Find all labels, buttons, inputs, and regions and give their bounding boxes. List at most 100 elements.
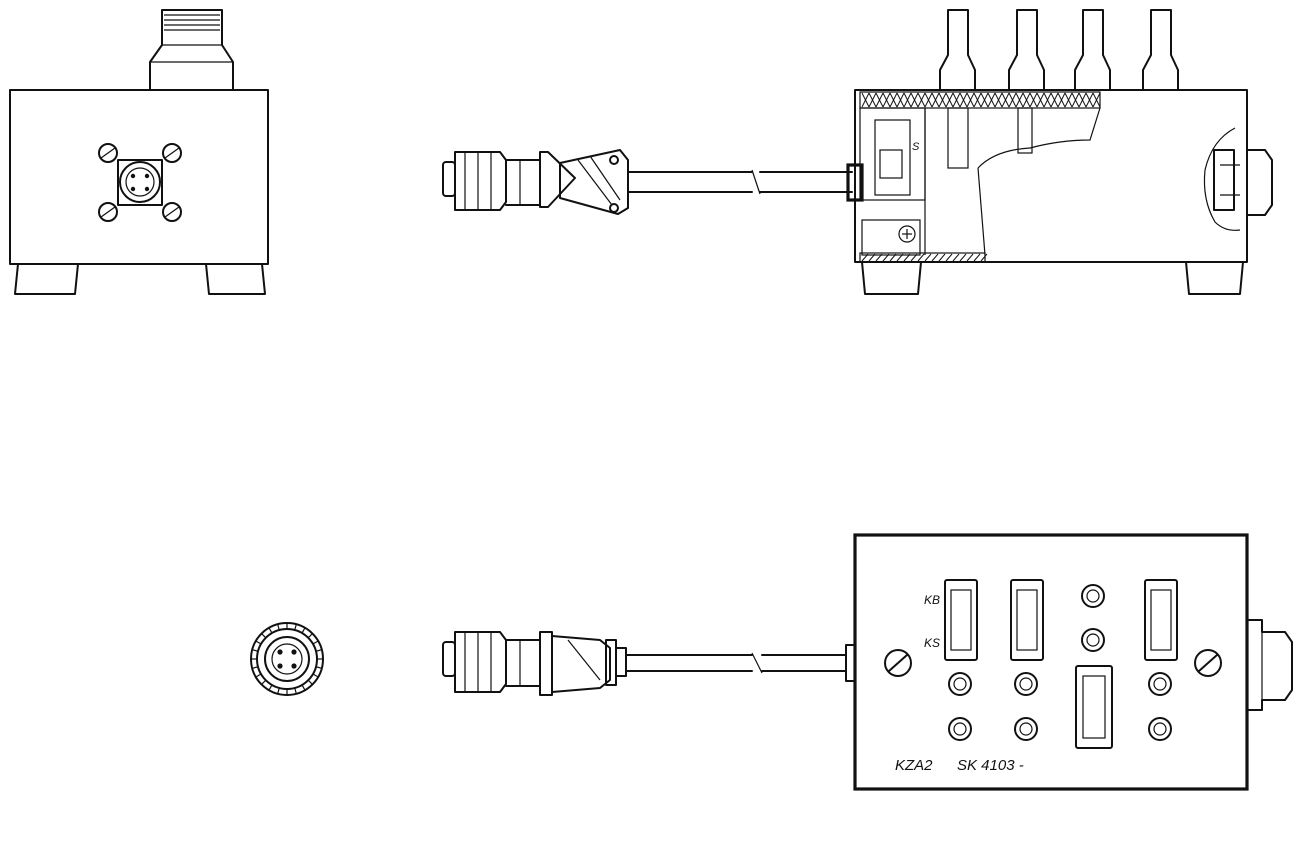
panel-switch-3 — [1144, 579, 1178, 661]
end-view-socket — [119, 161, 161, 203]
hatch-line — [252, 666, 259, 669]
side-top-connectors — [939, 9, 1179, 91]
hatch-line — [980, 253, 988, 262]
hatch-line — [861, 253, 869, 262]
hatch-line — [315, 666, 322, 669]
hatch-line — [1001, 92, 1010, 108]
panel-lamp — [948, 672, 972, 696]
hatch-line — [938, 253, 946, 262]
hatch-line — [861, 92, 870, 108]
panel-switch-2 — [1010, 579, 1044, 661]
side-foot-left — [861, 261, 922, 295]
hatch-line — [294, 687, 297, 694]
hatch-line — [1071, 92, 1080, 108]
hatch-line — [959, 92, 968, 108]
hatch-line — [875, 253, 883, 262]
hatch-line — [1029, 92, 1038, 108]
hatch-line — [1057, 92, 1066, 108]
hatch-line — [312, 673, 319, 678]
hatch-line — [255, 673, 262, 678]
panel-right-connector — [1247, 619, 1293, 711]
hatch-line — [882, 92, 891, 108]
side-cable — [627, 171, 853, 193]
hatch-line — [1022, 92, 1031, 108]
connector-face-pins — [277, 649, 297, 669]
top-panel-view: KB KS KZA2 SK 4103 - — [442, 533, 1293, 791]
hatch-line — [868, 253, 876, 262]
side-foot-right — [1185, 261, 1244, 295]
hatch-line — [277, 624, 280, 631]
hatch-line — [889, 253, 897, 262]
hatch-line — [301, 684, 306, 691]
panel-housing — [853, 533, 1249, 791]
panel-lamps — [948, 584, 1172, 741]
hatch-line — [261, 679, 267, 685]
hatch-line — [1092, 92, 1101, 108]
hatch-line — [896, 253, 904, 262]
connector-face-ribs — [251, 623, 323, 695]
end-view-foot-right — [205, 263, 266, 295]
hatch-line — [952, 92, 961, 108]
hatch-line — [277, 687, 280, 694]
hatch-line — [903, 253, 911, 262]
hatch-line — [959, 253, 967, 262]
hatch-line — [987, 92, 996, 108]
hatch-line — [931, 92, 940, 108]
end-view-socket-pins — [130, 173, 150, 192]
hatch-line — [924, 253, 932, 262]
hatch-line — [252, 649, 259, 652]
end-view-body — [9, 89, 269, 265]
panel-label-kb: KB — [924, 593, 940, 607]
hatch-line — [945, 92, 954, 108]
hatch-line — [973, 253, 981, 262]
hatch-line — [917, 92, 926, 108]
hatch-line — [1050, 92, 1059, 108]
end-view-foot-left — [14, 263, 79, 295]
panel-lamp — [1148, 717, 1172, 741]
hatch-line — [1015, 92, 1024, 108]
side-top-hatch — [859, 91, 1101, 109]
panel-label-ks: KS — [924, 636, 940, 650]
end-view-socket-flange — [117, 159, 163, 206]
hatch-line — [301, 627, 306, 634]
panel-lamp — [1014, 672, 1038, 696]
end-view — [9, 9, 269, 295]
hatch-line — [945, 253, 953, 262]
panel-mount-screw-right — [1194, 649, 1222, 677]
connector-face-view — [250, 622, 324, 696]
hatch-line — [938, 92, 947, 108]
hatch-line — [1043, 92, 1052, 108]
hatch-line — [307, 679, 313, 685]
hatch-line — [952, 253, 960, 262]
hatch-line — [261, 633, 267, 639]
hatch-line — [1085, 92, 1094, 108]
end-view-screws — [98, 143, 182, 222]
hatch-line — [931, 253, 939, 262]
hatch-line — [994, 92, 1003, 108]
end-view-neck — [149, 9, 234, 91]
hatch-line — [1064, 92, 1073, 108]
hatch-line — [868, 92, 877, 108]
panel-lamp — [1014, 717, 1038, 741]
panel-lamp — [1081, 628, 1105, 652]
side-housing — [854, 89, 1248, 263]
hatch-line — [903, 92, 912, 108]
side-plug — [442, 149, 629, 215]
hatch-line — [1078, 92, 1087, 108]
hatch-line — [966, 92, 975, 108]
hatch-line — [882, 253, 890, 262]
hatch-line — [980, 92, 989, 108]
hatch-line — [910, 92, 919, 108]
side-right-socket — [1203, 127, 1273, 231]
hatch-line — [875, 92, 884, 108]
hatch-line — [294, 624, 297, 631]
hatch-line — [910, 253, 918, 262]
hatch-line — [966, 253, 974, 262]
hatch-line — [896, 92, 905, 108]
hatch-line — [1036, 92, 1045, 108]
hatch-line — [315, 649, 322, 652]
panel-plug — [442, 631, 627, 696]
hatch-line — [268, 684, 273, 691]
panel-switch-1 — [944, 579, 978, 661]
